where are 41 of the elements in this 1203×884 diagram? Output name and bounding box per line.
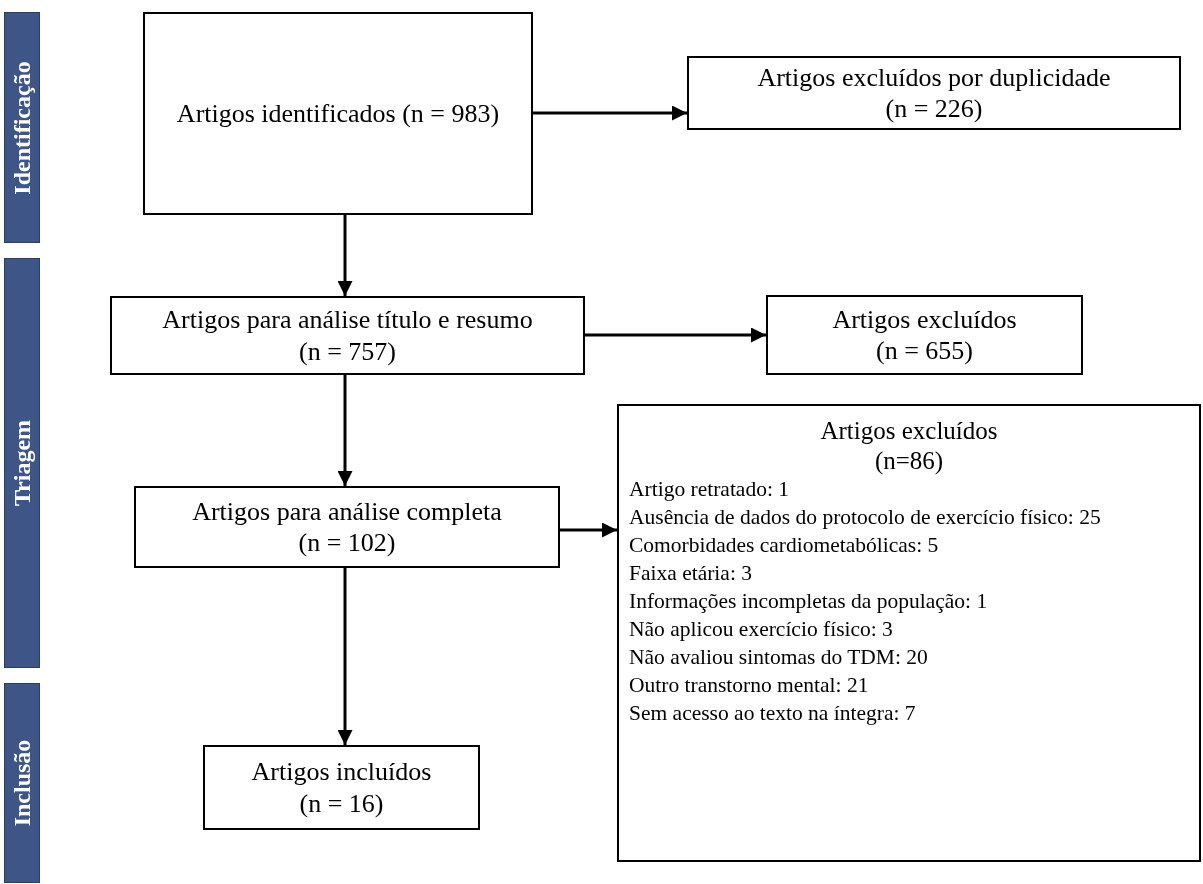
arrow bbox=[533, 105, 687, 121]
arrow bbox=[337, 568, 353, 745]
exclusion-reason: Faixa etária: 3 bbox=[629, 559, 753, 587]
box-text: Artigos excluídos bbox=[819, 416, 999, 446]
exclusion-reason: Comorbidades cardiometabólicas: 5 bbox=[629, 531, 940, 559]
arrow bbox=[560, 522, 617, 538]
arrow bbox=[337, 215, 353, 296]
phase-label: Identificação bbox=[8, 60, 36, 195]
box-text: (n=86) bbox=[873, 446, 945, 476]
phase-label: Triagem bbox=[8, 419, 36, 507]
arrow bbox=[337, 375, 353, 486]
exclusion-reason: Sem acesso ao texto na íntegra: 7 bbox=[629, 699, 917, 727]
exclusion-reason: Outro transtorno mental: 21 bbox=[629, 671, 870, 699]
phase-band bbox=[4, 12, 40, 243]
box-text: Artigos para análise completa bbox=[192, 495, 502, 527]
box-text: (n = 102) bbox=[298, 527, 396, 559]
exclusion-reason: Não aplicou exercício físico: 3 bbox=[629, 615, 894, 643]
box-text: Artigos excluídos bbox=[832, 303, 1017, 335]
box-text: Artigos para análise título e resumo bbox=[162, 304, 533, 336]
process-box bbox=[134, 486, 560, 568]
exclusion-reason: Ausência de dados do protocolo de exercício físico: 25 bbox=[629, 503, 1102, 531]
phase-band bbox=[4, 683, 40, 883]
box-text: Artigos identificados (n = 983) bbox=[176, 97, 500, 130]
box-text: (n = 226) bbox=[885, 93, 983, 125]
box-text: (n = 16) bbox=[299, 787, 384, 819]
phase-band bbox=[4, 258, 40, 668]
process-box bbox=[766, 295, 1083, 375]
phase-label: Inclusão bbox=[8, 739, 36, 827]
box-text: Artigos excluídos por duplicidade bbox=[757, 61, 1111, 93]
process-box bbox=[110, 296, 585, 375]
process-box bbox=[143, 12, 533, 215]
exclusion-reason: Informações incompletas da população: 1 bbox=[629, 587, 989, 615]
box-text: (n = 757) bbox=[299, 335, 396, 367]
process-box bbox=[203, 745, 480, 830]
exclusion-reason: Artigo retratado: 1 bbox=[629, 476, 790, 503]
process-box bbox=[687, 56, 1181, 130]
box-text: Artigos incluídos bbox=[251, 756, 432, 788]
exclusion-reason: Não avaliou sintomas do TDM: 20 bbox=[629, 643, 929, 671]
box-text: (n = 655) bbox=[876, 335, 973, 367]
arrow bbox=[585, 327, 766, 343]
exclusion-box bbox=[617, 404, 1201, 862]
